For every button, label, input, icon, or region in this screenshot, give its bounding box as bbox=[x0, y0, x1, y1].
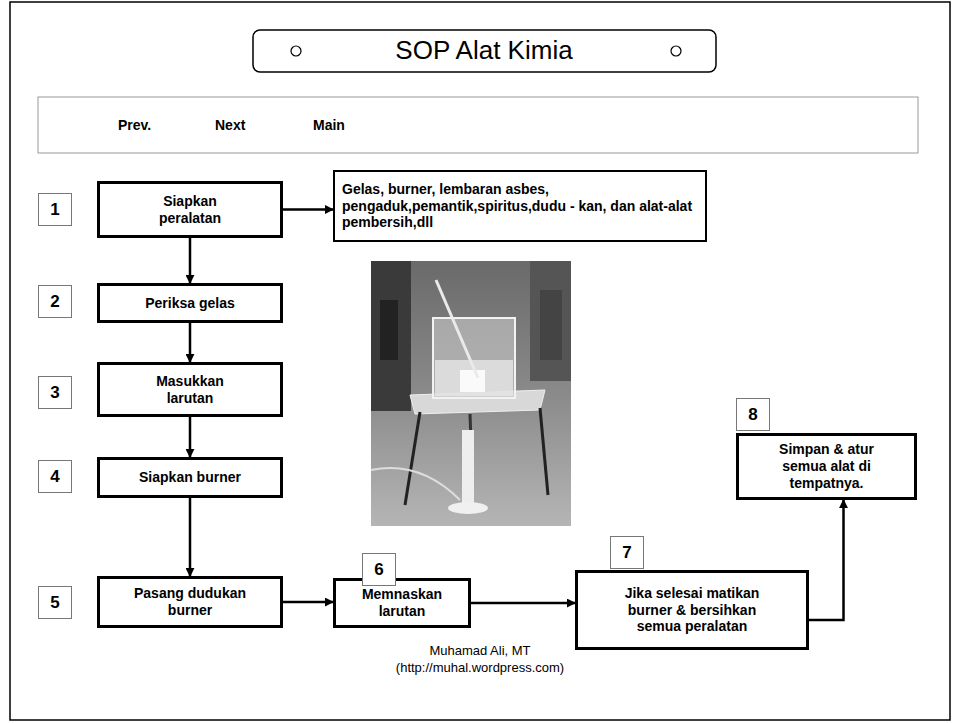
step-text: Siapkan burner bbox=[139, 469, 241, 486]
callout-number: 4 bbox=[38, 460, 72, 493]
callout-number: 2 bbox=[38, 285, 72, 318]
flow-arrow bbox=[283, 208, 333, 211]
step-text: Siapkan peralatan bbox=[135, 193, 245, 227]
process-box: Siapkan peralatan bbox=[97, 181, 283, 238]
step-text: Jika selesai matikan burner & bersihkan … bbox=[612, 585, 772, 635]
process-box: Siapkan burner bbox=[97, 457, 283, 498]
process-box: Masukkan larutan bbox=[97, 362, 283, 417]
process-box: Pasang dudukan burner bbox=[97, 576, 283, 628]
callout-number: 5 bbox=[38, 586, 72, 619]
process-box: Periksa gelas bbox=[97, 283, 283, 323]
process-box: Jika selesai matikan burner & bersihkan … bbox=[575, 570, 809, 650]
step-text: Periksa gelas bbox=[145, 295, 235, 312]
slide-title: SOP Alat Kimia bbox=[334, 35, 634, 66]
flow-arrow bbox=[189, 417, 192, 457]
step-text: Simpan & atur semua alat di tempatnya. bbox=[757, 441, 897, 491]
process-box: Simpan & atur semua alat di tempatnya. bbox=[736, 433, 917, 500]
callout-number: 8 bbox=[736, 398, 770, 431]
callout-number: 1 bbox=[38, 193, 72, 226]
flow-arrow bbox=[189, 323, 192, 362]
step-text: Masukkan larutan bbox=[140, 373, 240, 407]
author-url: (http://muhal.wordpress.com) bbox=[330, 660, 630, 676]
flow-arrow bbox=[189, 238, 192, 283]
step-text: Pasang dudukan burner bbox=[125, 585, 255, 619]
flow-arrow bbox=[471, 602, 575, 605]
callout-number: 6 bbox=[362, 553, 396, 586]
author-name: Muhamad Ali, MT bbox=[330, 643, 630, 659]
flow-arrow bbox=[189, 498, 192, 576]
step-text: Gelas, burner, lembaran asbes, pengaduk,… bbox=[342, 181, 698, 231]
nav-link: Main bbox=[313, 117, 345, 134]
flow-arrow bbox=[283, 601, 333, 604]
flow-arrow bbox=[809, 500, 844, 620]
nav-link: Prev. bbox=[118, 117, 151, 134]
nav-link: Next bbox=[215, 117, 245, 134]
callout-number: 3 bbox=[38, 376, 72, 409]
process-box: Memnaskan larutan bbox=[333, 578, 471, 628]
note-box: Gelas, burner, lembaran asbes, pengaduk,… bbox=[333, 170, 707, 242]
callout-number: 7 bbox=[610, 536, 644, 569]
step-text: Memnaskan larutan bbox=[347, 586, 457, 620]
